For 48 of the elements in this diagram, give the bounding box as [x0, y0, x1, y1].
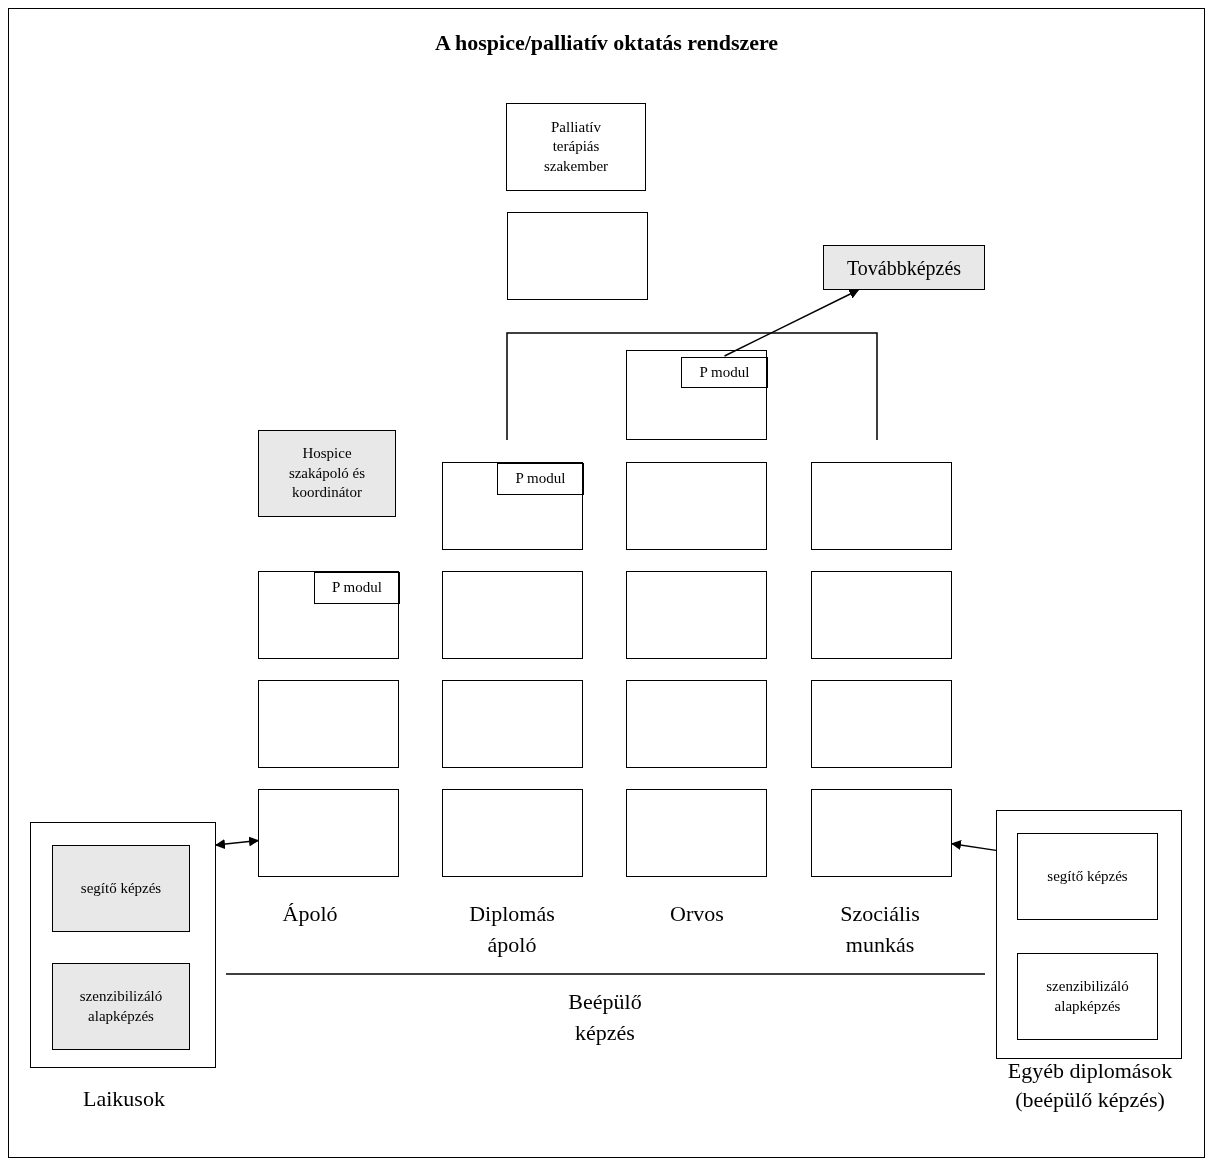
box-text: P modul [514, 469, 567, 489]
module-box [1017, 953, 1158, 1040]
empty-box [442, 789, 583, 877]
box-text: Hospice szakápoló és koordinátor [287, 444, 367, 503]
arrow [951, 840, 997, 852]
empty-box [811, 789, 952, 877]
title: A hospice/palliatív oktatás rendszere [434, 30, 779, 55]
empty-box [626, 571, 767, 659]
empty-box [626, 789, 767, 877]
empty-box [507, 212, 648, 300]
box-text: Palliatív terápiás szakember [542, 117, 610, 176]
box-text: segítő képzés [79, 878, 163, 898]
module-box [52, 963, 190, 1050]
module-box [1017, 833, 1158, 920]
process-box [258, 430, 396, 517]
empty-box [258, 789, 399, 877]
empty-box [811, 571, 952, 659]
group-caption: Egyéb diplomások (beépülő képzés) [1006, 1057, 1174, 1114]
empty-box [442, 462, 583, 550]
process-box [823, 245, 985, 290]
empty-box [811, 680, 952, 768]
arrow [723, 289, 860, 357]
column-label: Diplomás ápoló [468, 900, 556, 959]
module-box [497, 463, 584, 495]
process-box [506, 103, 646, 191]
box-text: szenzibilizáló alapképzés [1045, 977, 1130, 1016]
column-label: Ápoló [281, 900, 339, 928]
box-text: Továbbképzés [845, 255, 963, 281]
box-text: szenzibilizáló alapképzés [78, 987, 164, 1026]
empty-box [442, 680, 583, 768]
empty-box [258, 680, 399, 768]
empty-box [258, 571, 399, 659]
module-box [314, 572, 400, 604]
column-label: Orvos [669, 900, 725, 928]
arrow [215, 836, 259, 850]
module-box [52, 845, 190, 932]
box-text: P modul [331, 578, 383, 598]
axis-label: Beépülő képzés [567, 988, 643, 1047]
module-box [681, 357, 768, 388]
empty-box [442, 571, 583, 659]
box-text: P modul [698, 362, 751, 382]
group-caption: Laikusok [82, 1085, 166, 1113]
box-text: segítő képzés [1046, 866, 1129, 886]
empty-box [811, 462, 952, 550]
empty-box [626, 462, 767, 550]
empty-box [626, 680, 767, 768]
empty-box [626, 350, 767, 440]
column-label: Szociális munkás [839, 900, 921, 959]
